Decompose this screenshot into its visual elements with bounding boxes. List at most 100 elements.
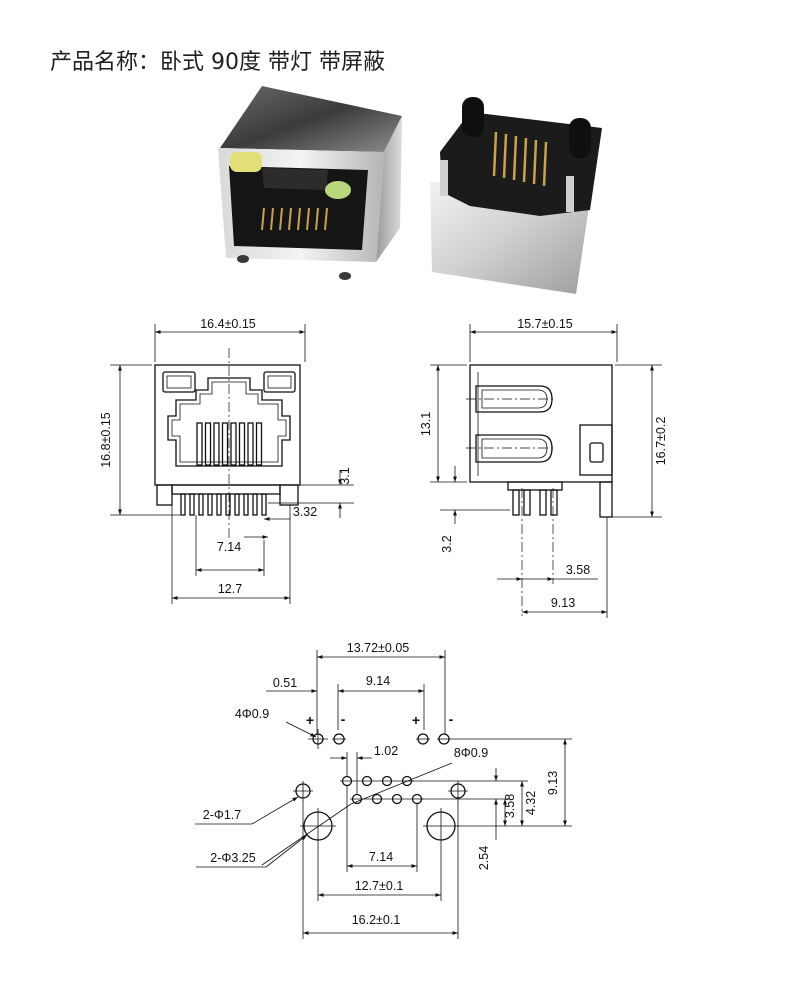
- pin: [502, 133, 508, 179]
- dim-front-outer-pitch: 12.7: [218, 582, 242, 596]
- led1-minus-mark: -: [341, 711, 346, 727]
- mount-peg: [237, 255, 249, 263]
- led2-plus-mark: +: [412, 712, 420, 728]
- side-body-outline: [469, 364, 613, 483]
- label-shield-holes: 2-Φ1.7: [203, 808, 242, 822]
- leader-shield-holes: [251, 796, 299, 825]
- latch-block: [579, 424, 613, 476]
- dim-front-width: 16.4±0.15: [200, 317, 256, 331]
- contact: [324, 207, 328, 231]
- dim-fp-edge-offset: 0.51: [273, 676, 297, 690]
- mount-hole-right: [423, 808, 459, 844]
- housing-post-left: [462, 97, 484, 137]
- back-pins: [492, 131, 548, 187]
- led-hole: [416, 733, 430, 745]
- pin: [542, 141, 548, 187]
- mount-peg: [339, 272, 351, 280]
- pin: [539, 489, 547, 516]
- housing-top: [440, 112, 602, 216]
- jack-upper-ledge: [262, 168, 328, 190]
- contact: [279, 207, 283, 231]
- pin: [198, 493, 204, 516]
- pin: [550, 489, 558, 516]
- side-view-drawing: 15.7±0.15 13.1 16.7±0.2 3.2 3.58 9.13: [419, 317, 668, 618]
- pin: [216, 493, 222, 516]
- leader-mount-holes: [265, 834, 308, 868]
- dim-front-height: 16.8±0.15: [99, 412, 113, 468]
- product-title: 产品名称：卧式 90度 带灯 带屏蔽: [50, 50, 385, 75]
- dim-side-total-height: 16.7±0.2: [654, 417, 668, 466]
- side-pin-base: [507, 481, 563, 491]
- product-photo-front: [218, 86, 402, 280]
- led2-minus-mark: -: [449, 711, 454, 727]
- pin: [243, 493, 249, 516]
- shield-tab-left: [440, 160, 448, 196]
- dim-side-depth: 15.7±0.15: [517, 317, 573, 331]
- shield-hole-right: [448, 781, 468, 801]
- dim-fp-inner-pitch: 7.14: [369, 850, 393, 864]
- shield-hole-left: [293, 781, 313, 801]
- contact-slat: [230, 422, 237, 466]
- contact: [261, 207, 265, 231]
- contact-slat: [204, 422, 212, 466]
- mount-hole-left: [300, 808, 336, 844]
- label-led-holes: 4Φ0.9: [235, 707, 269, 721]
- jack-contacts: [261, 207, 328, 231]
- latch-window: [589, 442, 604, 463]
- dim-front-inner-pitch: 7.14: [217, 540, 241, 554]
- shield-tab-left: [156, 484, 173, 506]
- dim-fp-top-width: 13.72±0.05: [347, 641, 410, 655]
- pin: [512, 135, 518, 181]
- contact-slat: [221, 422, 229, 466]
- pin: [522, 137, 528, 183]
- dim-fp-pin-pitch: 1.02: [374, 744, 398, 758]
- dim-fp-row-offset: 3.58: [503, 794, 517, 818]
- led-capsule-lower-inner: [481, 438, 548, 459]
- jack-opening-outline: [167, 377, 291, 467]
- pin-base: [171, 484, 281, 495]
- led-yellow: [230, 152, 262, 172]
- pin: [225, 493, 231, 516]
- contact: [315, 207, 319, 231]
- dim-side-pin-length: 3.2: [440, 535, 454, 552]
- shell-top-face: [220, 86, 402, 152]
- dim-front-pin-height: 3.1: [338, 467, 352, 484]
- contact: [270, 207, 274, 231]
- pin: [189, 493, 195, 516]
- contact-slat: [213, 422, 220, 466]
- contact-slat: [255, 422, 263, 466]
- led-window-right-inner: [267, 375, 292, 389]
- signal-holes: [340, 775, 424, 805]
- led-window-left-inner: [166, 375, 192, 389]
- contact-slats: [196, 422, 263, 466]
- label-signal-holes: 8Φ0.9: [454, 746, 488, 760]
- contact-slat: [196, 422, 203, 466]
- pin: [180, 493, 186, 516]
- dim-fp-row-spacing: 2.54: [477, 846, 491, 870]
- leader-signal-holes: [350, 762, 453, 805]
- jack-opening-inner: [171, 381, 287, 463]
- pin: [512, 489, 520, 516]
- led1-plus-mark: +: [306, 712, 314, 728]
- pin: [532, 139, 538, 185]
- front-pins: [180, 493, 267, 516]
- pin: [261, 493, 267, 516]
- contact: [288, 207, 292, 231]
- dim-fp-shield-pitch: 16.2±0.1: [352, 913, 401, 927]
- contact-slat: [238, 422, 246, 466]
- led-window-right: [263, 371, 296, 393]
- led-hole: [308, 729, 328, 749]
- pin: [492, 131, 498, 177]
- front-view-drawing: 16.4±0.15 16.8±0.15 3.1 3.32 7.14 12.7: [99, 317, 354, 604]
- pin: [207, 493, 213, 516]
- housing-post-right: [569, 118, 591, 158]
- dim-side-pin-row-1: 3.58: [566, 563, 590, 577]
- dim-fp-shield-offset: 4.32: [524, 791, 538, 815]
- led-hole: [437, 733, 451, 745]
- dim-fp-led-offset: 9.13: [546, 771, 560, 795]
- shell-right-face: [376, 116, 402, 262]
- dim-fp-mount-pitch: 12.7±0.1: [355, 879, 404, 893]
- led-green: [325, 181, 351, 199]
- shield-tab: [599, 481, 613, 518]
